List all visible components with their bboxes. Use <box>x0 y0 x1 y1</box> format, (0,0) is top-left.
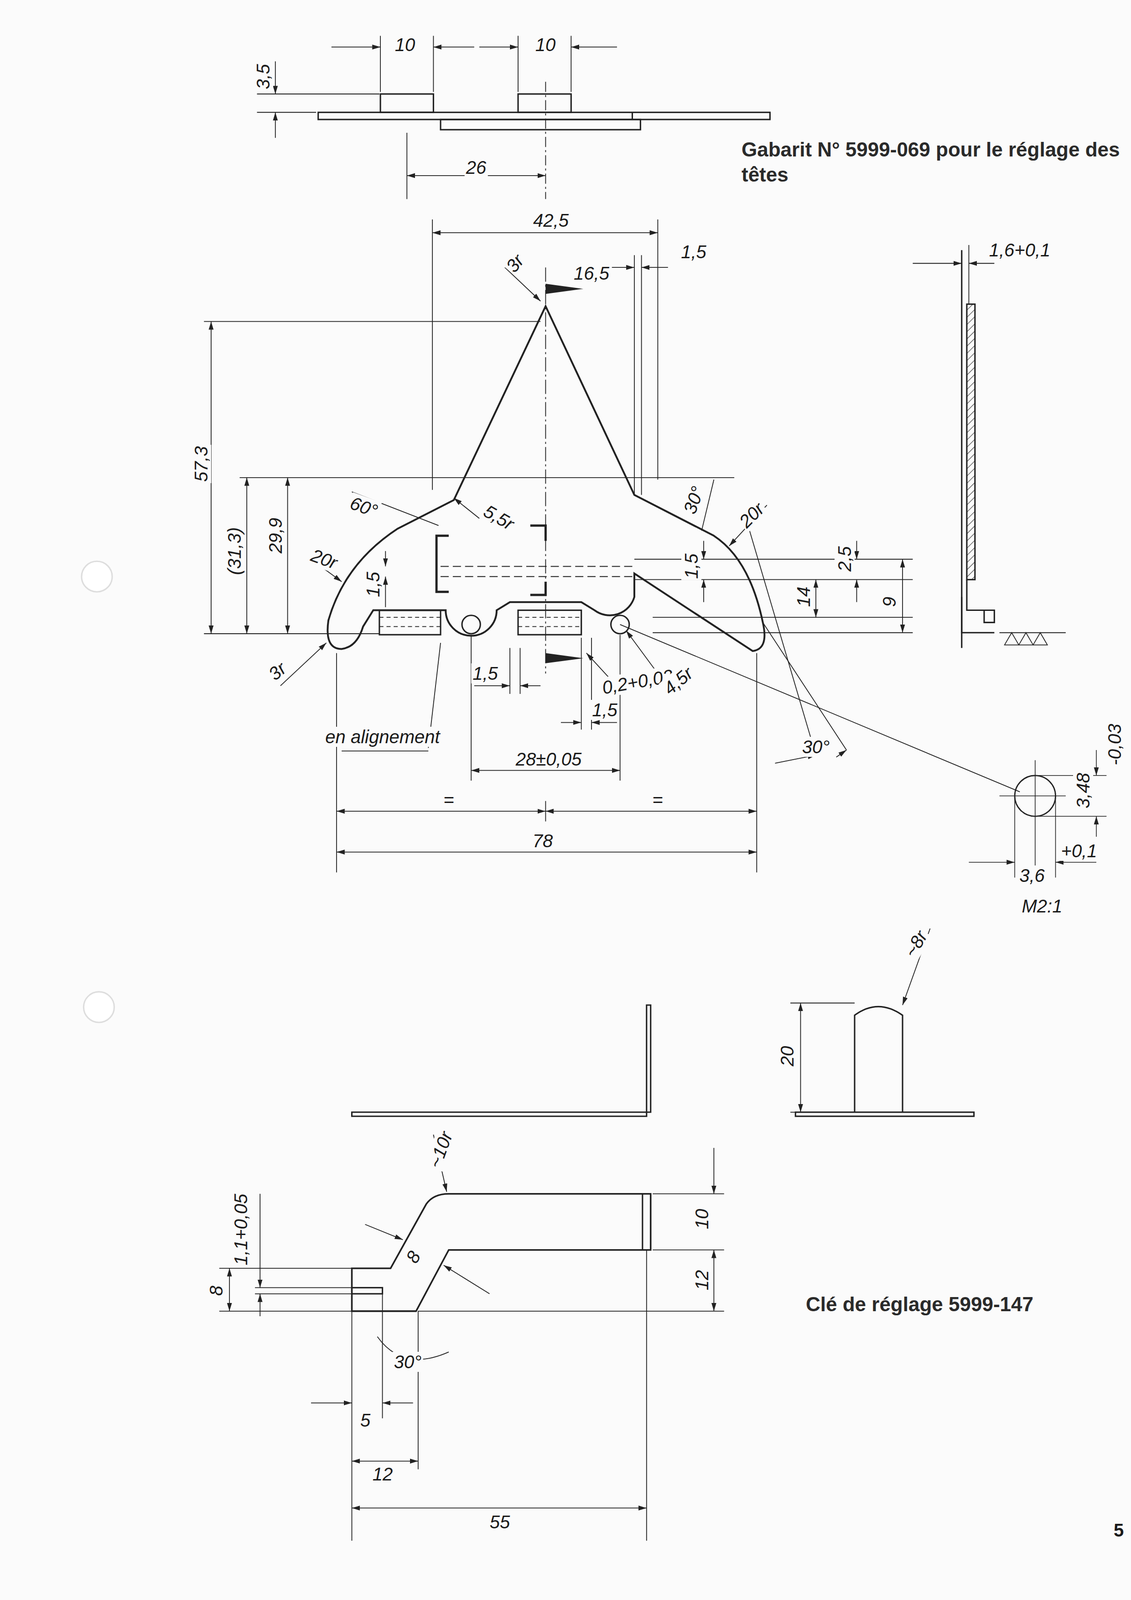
dimension-text: 5 <box>358 1409 372 1430</box>
dimension-text: 29,9 <box>265 516 286 555</box>
dimension-text: 3r <box>263 657 291 685</box>
dimension-text: 57,3 <box>191 444 212 483</box>
dimension-text: 26 <box>464 157 488 178</box>
dimension-lines <box>203 219 1020 872</box>
dimension-text: 30° <box>800 736 832 757</box>
dimension-text: 20 <box>777 1044 798 1068</box>
dimension-text: -0,03 <box>1104 721 1125 767</box>
dimension-text: 1,5 <box>681 551 702 581</box>
dimension-text: M2:1 <box>1020 895 1064 916</box>
dimension-text: 12 <box>371 1463 395 1484</box>
dimension-text: 16,5 <box>572 263 611 284</box>
dimension-text: 8 <box>401 1245 426 1267</box>
dimension-text: 10 <box>534 34 558 55</box>
dimension-text: 1,5 <box>679 241 708 262</box>
adjusting-key <box>219 928 975 1541</box>
dimension-text: 14 <box>793 585 814 609</box>
dimension-text: 12 <box>691 1268 712 1292</box>
side-view <box>912 244 1066 648</box>
dimension-text: 1,6+0,1 <box>987 239 1053 260</box>
dimension-text: = <box>650 789 665 810</box>
pin-detail <box>968 749 1107 878</box>
dimension-text: 10 <box>393 34 417 55</box>
drawing-title: Gabarit N° 5999-069 pour le réglage des … <box>741 136 1126 187</box>
dimension-text: 5,5r <box>479 499 519 535</box>
dimension-text: 10 <box>691 1207 712 1231</box>
dimension-text: 1,1+0,05 <box>230 1192 251 1267</box>
dimension-text: 60° <box>346 492 382 522</box>
dimension-text: 3,48 <box>1073 771 1094 810</box>
dimension-text: 3,5 <box>253 62 274 91</box>
dimension-text: 30° <box>392 1351 424 1372</box>
dimension-text: 28±0,05 <box>514 748 583 769</box>
dimension-text: 20r <box>306 544 342 573</box>
dimension-text: 30° <box>679 482 709 518</box>
template-outline <box>327 267 765 674</box>
dimension-text: ~10r <box>424 1127 457 1172</box>
dimension-text: 8 <box>206 1283 227 1297</box>
dimension-text: 55 <box>488 1511 512 1532</box>
dimension-text: 78 <box>531 830 555 851</box>
dimension-text: 20r <box>734 497 769 533</box>
dimension-text: 2,5 <box>834 544 855 573</box>
dimension-text: 9 <box>879 595 900 608</box>
tool-title: Clé de réglage 5999-147 <box>805 1291 1034 1317</box>
top-view <box>257 36 771 200</box>
dimension-text: (31,3) <box>224 525 245 577</box>
dimension-text: 1,5 <box>363 570 384 599</box>
dimension-text: 3r <box>501 249 529 277</box>
dimension-text: = <box>441 789 456 810</box>
note-text: en alignement <box>323 726 441 747</box>
dimension-text: 1,5 <box>471 663 500 684</box>
dimension-text: 1,5 <box>590 699 619 720</box>
dimension-text: ~8r <box>899 925 933 962</box>
dimension-text: +0,1 <box>1059 840 1099 861</box>
dimension-text: 42,5 <box>531 210 571 231</box>
note-text: 5 <box>1112 1519 1126 1540</box>
dimension-text: 3,6 <box>1017 865 1047 886</box>
